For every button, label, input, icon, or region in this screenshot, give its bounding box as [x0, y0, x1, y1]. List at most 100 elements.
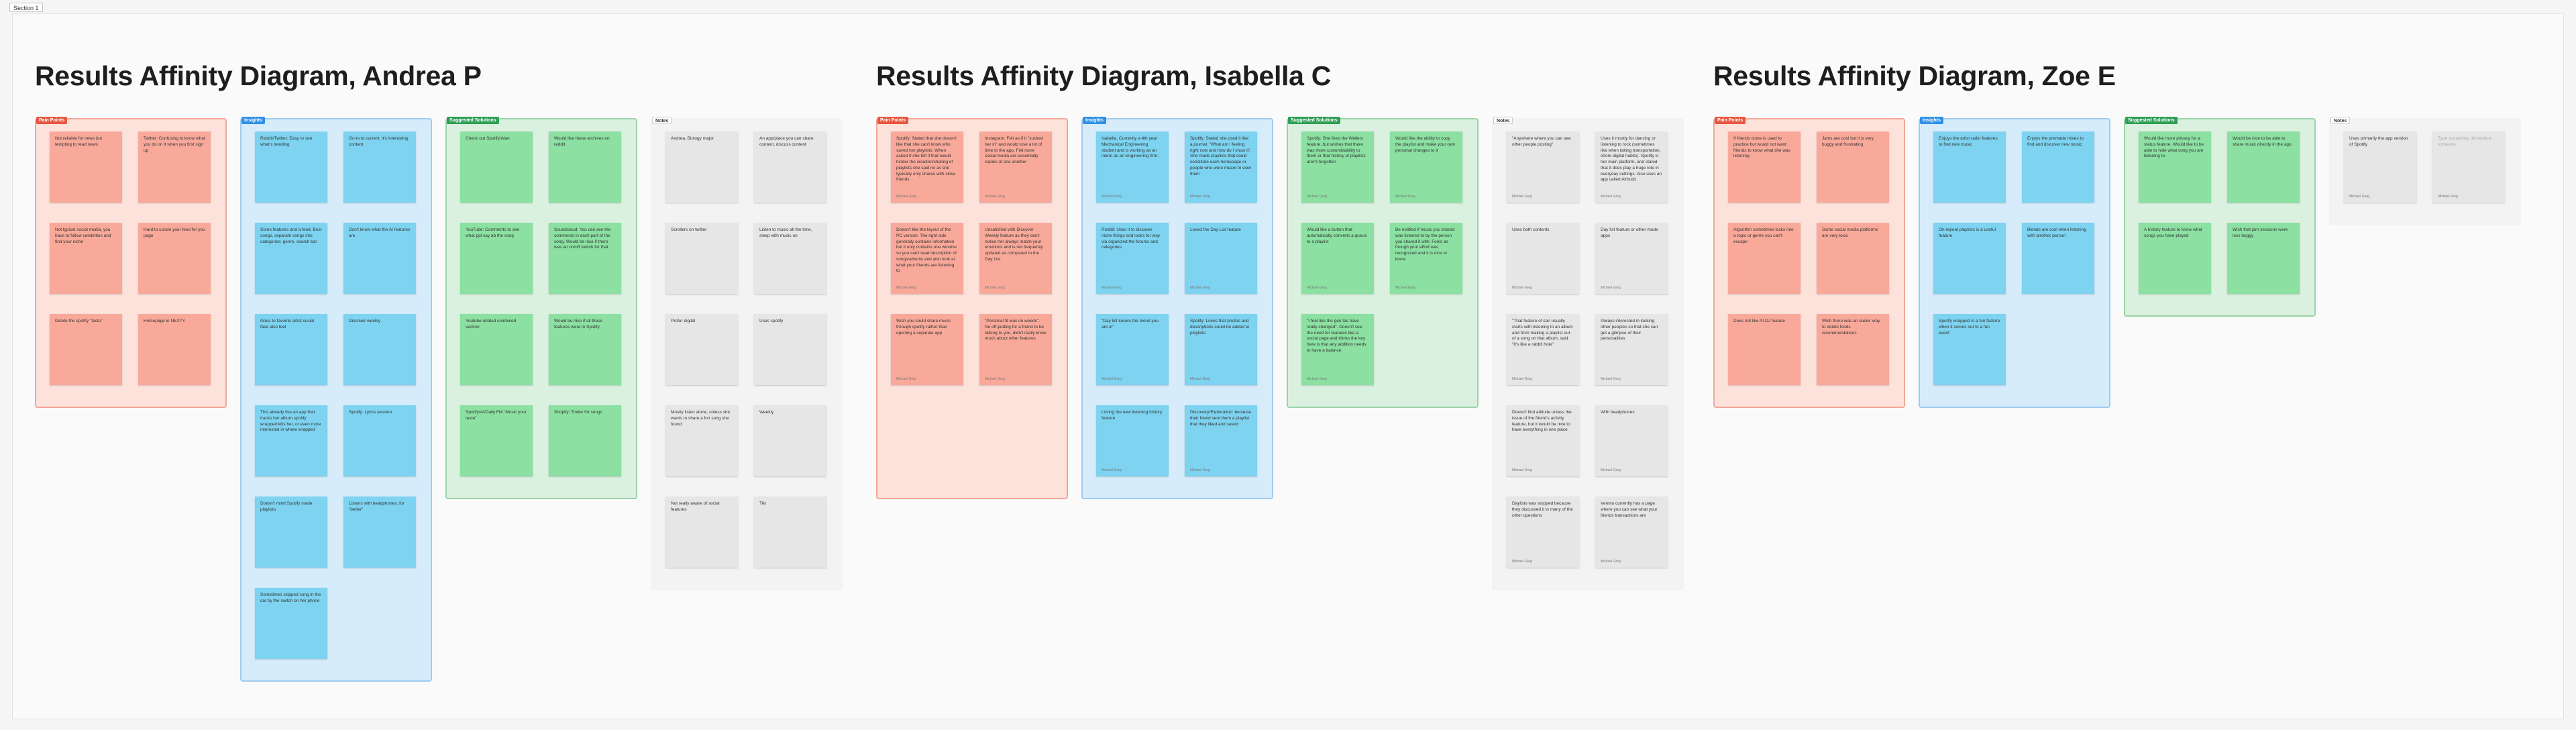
sticky-note[interactable]: Hard to curate your feed for you page: [138, 223, 211, 294]
sticky-note[interactable]: Enjoys the premade mixes to find and dis…: [2022, 132, 2094, 203]
sticky-note[interactable]: Spotify: Stated she used it like a journ…: [1185, 132, 1257, 203]
sticky-note[interactable]: Goes to favorite artist social face also…: [255, 314, 327, 385]
sticky-note[interactable]: Enjoys the artist radio features to find…: [1933, 132, 2006, 203]
sticky-note[interactable]: Weekly: [754, 405, 826, 476]
sticky-note[interactable]: Doesn't find attitude unless the issue o…: [1507, 405, 1579, 476]
sticky-note[interactable]: Would be nice if all these features were…: [549, 314, 621, 385]
group-label[interactable]: Notes: [652, 117, 672, 124]
group-label[interactable]: Suggested Solutions: [2125, 117, 2178, 124]
sticky-note[interactable]: Would be nice to be able to share music …: [2227, 132, 2300, 203]
sticky-note[interactable]: Uses primarily the app version of Spotif…: [2344, 132, 2416, 203]
sticky-note[interactable]: Algorithm sometimes locks into a topic o…: [1728, 223, 1801, 294]
sticky-note[interactable]: Spotify: She likes the Wellers feature, …: [1301, 132, 1374, 203]
sticky-note[interactable]: Wish you could share music through spoti…: [891, 314, 963, 385]
sticky-note[interactable]: Sometimes skipped song in the car by the…: [255, 588, 327, 659]
sticky-note[interactable]: Twitter: Confusing to know what you do o…: [138, 132, 211, 203]
group-label[interactable]: Insights: [1083, 117, 1106, 124]
sticky-author: Michael Greg: [1601, 286, 1621, 290]
sticky-note[interactable]: "Personal fit was on weeds". No off-putt…: [979, 314, 1052, 385]
sticky-note[interactable]: Doesn't mind Spotify made playlists: [255, 497, 327, 568]
sticky-note[interactable]: "That feature of can usually starts with…: [1507, 314, 1579, 385]
sticky-note[interactable]: Reddit/Twitter: Easy to see what's trend…: [255, 132, 327, 203]
sticky-note[interactable]: Andrea, Biology major: [665, 132, 738, 203]
diagram-title: Results Affinity Diagram, Isabella C: [876, 60, 1332, 91]
section-label[interactable]: Section 1: [9, 3, 43, 12]
sticky-note[interactable]: Spotify: Stated that she doesn't like th…: [891, 132, 963, 203]
group-label[interactable]: Suggested Solutions: [1288, 117, 1340, 124]
sticky-note[interactable]: Listens with headphones, for "better": [343, 497, 416, 568]
sticky-note[interactable]: Would like these archives on reddit: [549, 132, 621, 203]
sticky-note[interactable]: Daylists was stopped because they discus…: [1507, 497, 1579, 568]
sticky-note[interactable]: Jams are cool but it is very buggy and f…: [1817, 132, 1889, 203]
sticky-note[interactable]: A history feature to know what songs you…: [2139, 223, 2211, 294]
sticky-note[interactable]: Spotify/AI/Daily FM "Music your taste": [460, 405, 533, 476]
sticky-note[interactable]: An app/place you can share content, disc…: [754, 132, 826, 203]
sticky-note[interactable]: Unsatisfied with Discover Weekly feature…: [979, 223, 1052, 294]
group-label[interactable]: Insights: [241, 117, 265, 124]
sticky-note[interactable]: Shopify: Tinder for songs: [549, 405, 621, 476]
sticky-note[interactable]: Soundcloud: You can see the comments in …: [549, 223, 621, 294]
sticky-note[interactable]: Spotify wrapped is a fun feature when it…: [1933, 314, 2006, 385]
sticky-text: Loving the new listening history feature: [1102, 410, 1163, 421]
group-label[interactable]: Notes: [2330, 117, 2351, 124]
sticky-note[interactable]: Does not like AI DJ feature: [1728, 314, 1801, 385]
sticky-note[interactable]: Would like the ability to copy the playl…: [1390, 132, 1462, 203]
sticky-note[interactable]: Not really aware of social features: [665, 497, 738, 568]
sticky-note[interactable]: Delete the spotify "taste": [50, 314, 122, 385]
sticky-note[interactable]: Uses it mostly for dancing or listening …: [1595, 132, 1668, 203]
sticky-note[interactable]: Mostly listen alone, unless she wants to…: [665, 405, 738, 476]
sticky-note[interactable]: Uses spotify: [754, 314, 826, 385]
sticky-note[interactable]: Wish there was an easier way to delete f…: [1817, 314, 1889, 385]
sticky-note[interactable]: Prefer digital: [665, 314, 738, 385]
sticky-note[interactable]: "Anywhere where you can see other people…: [1507, 132, 1579, 203]
sticky-note[interactable]: Reddit: Uses it to discover niche things…: [1096, 223, 1169, 294]
sticky-note[interactable]: Tiki: [754, 497, 826, 568]
group-label[interactable]: Pain Points: [1715, 117, 1746, 124]
sticky-note[interactable]: Some social media platforms are very tox…: [1817, 223, 1889, 294]
sticky-note[interactable]: Not typical social media, you have to fo…: [50, 223, 122, 294]
sticky-note[interactable]: Listen to music all the time, sleep with…: [754, 223, 826, 294]
group-label[interactable]: Suggested Solutions: [447, 117, 499, 124]
sticky-note[interactable]: This already live an app that tracks her…: [255, 405, 327, 476]
sticky-note[interactable]: Loving the new listening history feature…: [1096, 405, 1169, 476]
sticky-note[interactable]: If friends clone is used to practice but…: [1728, 132, 1801, 203]
sticky-text: An app/place you can share content, disc…: [759, 136, 814, 147]
sticky-note[interactable]: Be notified if music you shared was list…: [1390, 223, 1462, 294]
sticky-note[interactable]: Discover weekly: [343, 314, 416, 385]
sticky-note[interactable]: On repeat playlists is a useful feature: [1933, 223, 2006, 294]
sticky-note[interactable]: Always interested in looking other peopl…: [1595, 314, 1668, 385]
sticky-note[interactable]: Doesn't like the layout of the PC versio…: [891, 223, 963, 294]
group-label[interactable]: Pain Points: [36, 117, 68, 124]
sticky-note[interactable]: "I feel like the gen tas have really cha…: [1301, 314, 1374, 385]
sticky-note[interactable]: Some features and a feed, Best songs, se…: [255, 223, 327, 294]
group-label[interactable]: Pain Points: [877, 117, 909, 124]
sticky-note[interactable]: Spotify: Lyrics session: [343, 405, 416, 476]
sticky-note[interactable]: Venmo currently has a page where you can…: [1595, 497, 1668, 568]
sticky-note[interactable]: Don't know what the AI features are: [343, 223, 416, 294]
sticky-note[interactable]: Blends are cool when listening with anot…: [2022, 223, 2094, 294]
sticky-note[interactable]: Isabella, Currently a 4th year Mechanica…: [1096, 132, 1169, 203]
sticky-author: Michael Greg: [1395, 286, 1415, 290]
sticky-note[interactable]: Would like a button that automatically c…: [1301, 223, 1374, 294]
sticky-note[interactable]: Youtube related combined section: [460, 314, 533, 385]
sticky-note[interactable]: Check out Spotify/Alan: [460, 132, 533, 203]
group-label[interactable]: Notes: [1493, 117, 1513, 124]
sticky-note[interactable]: Would like more privacy for a status fea…: [2139, 132, 2211, 203]
sticky-note[interactable]: Spotify: Loves that photos and descripti…: [1185, 314, 1257, 385]
sticky-note[interactable]: Wish that jam sessions were less buggy: [2227, 223, 2300, 294]
sticky-note[interactable]: Instagram: Felt as if it "sucked her in"…: [979, 132, 1052, 203]
sticky-note[interactable]: YouTube: Comments to see what ppl say ab…: [460, 223, 533, 294]
sticky-note[interactable]: Homepage in NEXTY: [138, 314, 211, 385]
sticky-note[interactable]: Discovery/Exploration: because their fri…: [1185, 405, 1257, 476]
sticky-note[interactable]: Not reliable for news but tempting to re…: [50, 132, 122, 203]
sticky-note[interactable]: Go-to to current, it's interesting conte…: [343, 132, 416, 203]
sticky-note[interactable]: "Day list knows the mood you are in"Mich…: [1096, 314, 1169, 385]
group-label[interactable]: Insights: [1920, 117, 1943, 124]
sticky-note[interactable]: Scrollers on twitter: [665, 223, 738, 294]
